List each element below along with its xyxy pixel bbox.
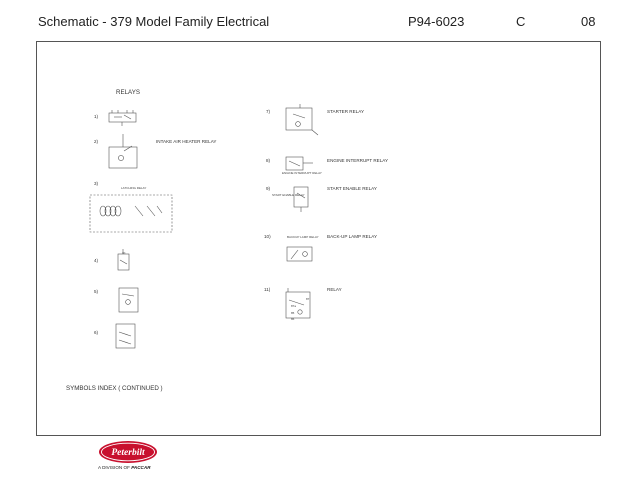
relay-2-name: INTAKE AIR HEATER RELAY	[156, 139, 217, 144]
relay-10-name: BACK-UP LAMP RELAY	[327, 234, 378, 239]
relay-1-number: 1)	[94, 114, 99, 119]
pin-label-87: 87	[306, 297, 310, 301]
relay-10-number: 10)	[264, 234, 271, 239]
relay-6-symbol	[115, 323, 136, 349]
division-line: A DIVISION OF PACCAR	[98, 465, 151, 470]
relay-2-number: 2)	[94, 139, 99, 144]
drawing-frame	[36, 41, 601, 436]
relay-4-symbol	[117, 249, 130, 271]
pin-label-86: 86	[291, 317, 295, 321]
relay-6-number: 6)	[94, 330, 99, 335]
division-prefix: A DIVISION OF	[98, 465, 130, 470]
relay-7-name: STARTER RELAY	[327, 109, 365, 114]
page-number: 08	[581, 14, 596, 29]
relay-1-symbol	[108, 110, 137, 126]
relay-8-symbol	[285, 156, 313, 171]
relay-11-name: RELAY	[327, 287, 342, 292]
pin-label-87a: 87a	[291, 304, 297, 308]
pin-label-30: 30	[122, 251, 126, 255]
relay-7-symbol	[285, 104, 319, 136]
relay-4-number: 4)	[94, 258, 99, 263]
latching-relay-tag: LATCHING RELAY	[121, 186, 147, 190]
relay-11-symbol	[285, 288, 311, 319]
relay-3-symbol	[89, 194, 173, 233]
relay-9-symbol	[293, 186, 309, 212]
relay-7-number: 7)	[266, 109, 271, 114]
relay-8-name: ENGINE INTERRUPT RELAY	[327, 158, 389, 163]
revision-letter: C	[516, 14, 526, 29]
pin-label-85: 85	[291, 311, 295, 315]
start-enable-tag: START ENABLE RELAY	[272, 193, 305, 197]
peterbilt-logo: Peterbilt	[99, 441, 157, 463]
relay-3-number: 3)	[94, 181, 99, 186]
relay-9-name: START ENABLE RELAY	[327, 186, 377, 191]
document-number: P94-6023	[408, 14, 465, 29]
svg-text:Peterbilt: Peterbilt	[111, 448, 145, 458]
engine-interrupt-tag: ENGINE INTERRUPT RELAY	[282, 171, 322, 175]
paccar-name: PACCAR	[131, 465, 151, 470]
relay-5-number: 5)	[94, 289, 99, 294]
relay-2-symbol	[108, 134, 138, 169]
relay-8-number: 8)	[266, 158, 271, 163]
symbols-index-caption: SYMBOLS INDEX ( CONTINUED )	[66, 385, 163, 392]
document-title: Schematic - 379 Model Family Electrical	[38, 14, 270, 29]
relay-10-symbol	[286, 246, 313, 262]
relays-heading: RELAYS	[116, 89, 140, 96]
relay-11-number: 11)	[264, 287, 271, 292]
relay-5-symbol	[118, 287, 139, 313]
relay-9-number: 9)	[266, 186, 271, 191]
backup-lamp-tag: BACKUP LAMP RELAY	[287, 235, 319, 239]
